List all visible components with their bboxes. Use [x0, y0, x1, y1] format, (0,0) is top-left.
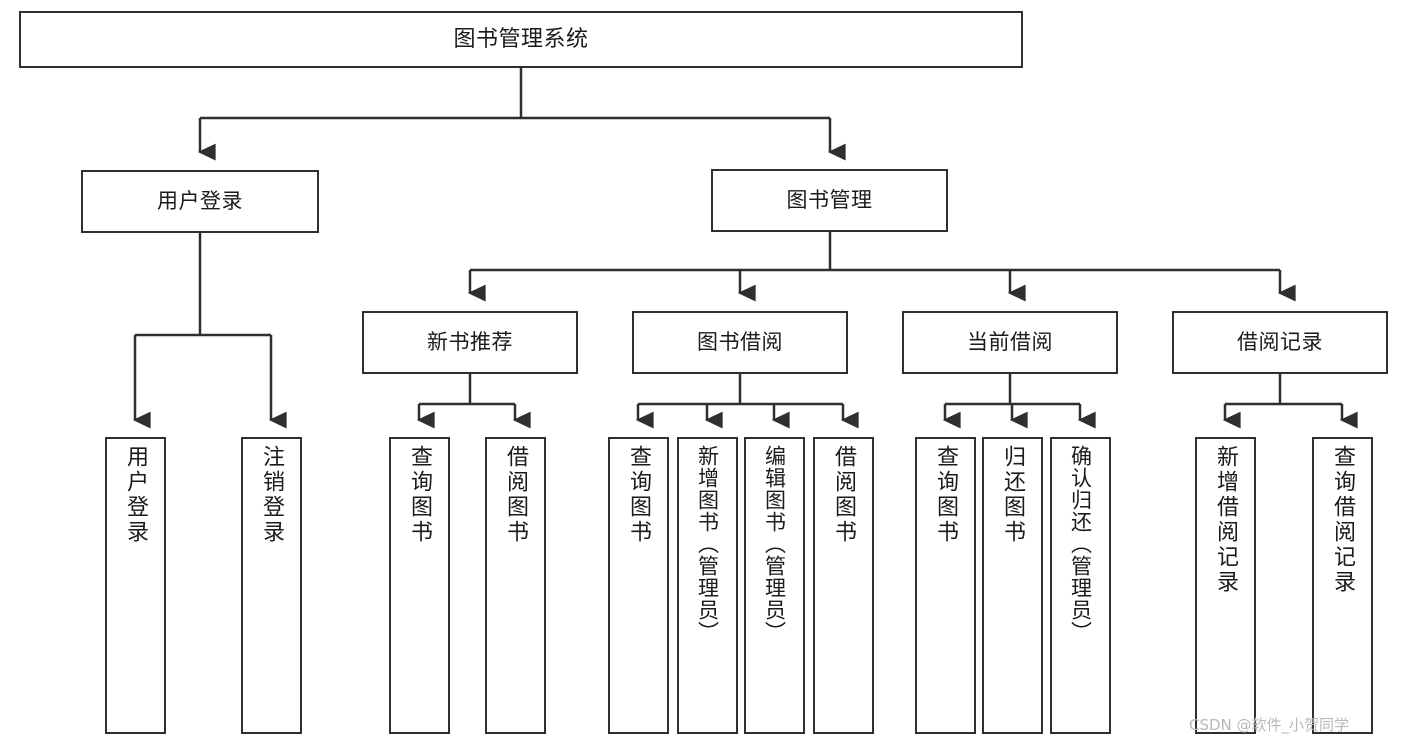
node-book-borrow[interactable]: 图书借阅 [632, 311, 848, 374]
node-label: 图书借阅 [697, 330, 783, 354]
node-user-login[interactable]: 用户登录 [81, 170, 319, 233]
node-label: 借阅图书 [503, 445, 529, 545]
leaf-query-borrow-record[interactable]: 查询借阅记录 [1312, 437, 1373, 734]
node-label: 用户登录 [123, 445, 149, 545]
leaf-borrow-book-recommend[interactable]: 借阅图书 [485, 437, 546, 734]
node-label: 借阅图书 [831, 445, 857, 545]
leaf-add-borrow-record[interactable]: 新增借阅记录 [1195, 437, 1256, 734]
node-new-book-recommend[interactable]: 新书推荐 [362, 311, 578, 374]
leaf-user-login[interactable]: 用户登录 [105, 437, 166, 734]
node-label: 新增借阅记录 [1213, 445, 1239, 595]
node-label: 归还图书 [1000, 445, 1026, 545]
node-label: 查询借阅记录 [1330, 445, 1356, 595]
leaf-query-book-current[interactable]: 查询图书 [915, 437, 976, 734]
node-label: 新增图书（管理员） [695, 445, 720, 643]
leaf-confirm-return-admin[interactable]: 确认归还（管理员） [1050, 437, 1111, 734]
leaf-return-book[interactable]: 归还图书 [982, 437, 1043, 734]
node-book-management[interactable]: 图书管理 [711, 169, 948, 232]
node-label: 借阅记录 [1237, 330, 1323, 354]
node-label: 确认归还（管理员） [1068, 445, 1093, 643]
node-label: 当前借阅 [967, 330, 1053, 354]
node-label: 图书管理 [786, 188, 873, 212]
node-current-borrow[interactable]: 当前借阅 [902, 311, 1118, 374]
node-label: 查询图书 [933, 445, 959, 545]
node-label: 注销登录 [259, 445, 285, 545]
node-label: 查询图书 [407, 445, 433, 545]
leaf-query-book-recommend[interactable]: 查询图书 [389, 437, 450, 734]
leaf-user-logout[interactable]: 注销登录 [241, 437, 302, 734]
node-label: 新书推荐 [427, 330, 513, 354]
leaf-edit-book-admin[interactable]: 编辑图书（管理员） [744, 437, 805, 734]
leaf-borrow-book[interactable]: 借阅图书 [813, 437, 874, 734]
watermark: CSDN @软件_小贺同学 [1189, 716, 1350, 734]
node-root-system[interactable]: 图书管理系统 [19, 11, 1023, 68]
node-label: 编辑图书（管理员） [762, 445, 787, 643]
node-borrow-record[interactable]: 借阅记录 [1172, 311, 1388, 374]
leaf-query-book-borrow[interactable]: 查询图书 [608, 437, 669, 734]
node-label: 用户登录 [157, 189, 243, 213]
leaf-add-book-admin[interactable]: 新增图书（管理员） [677, 437, 738, 734]
node-label: 图书管理系统 [453, 26, 589, 52]
node-label: 查询图书 [626, 445, 652, 545]
